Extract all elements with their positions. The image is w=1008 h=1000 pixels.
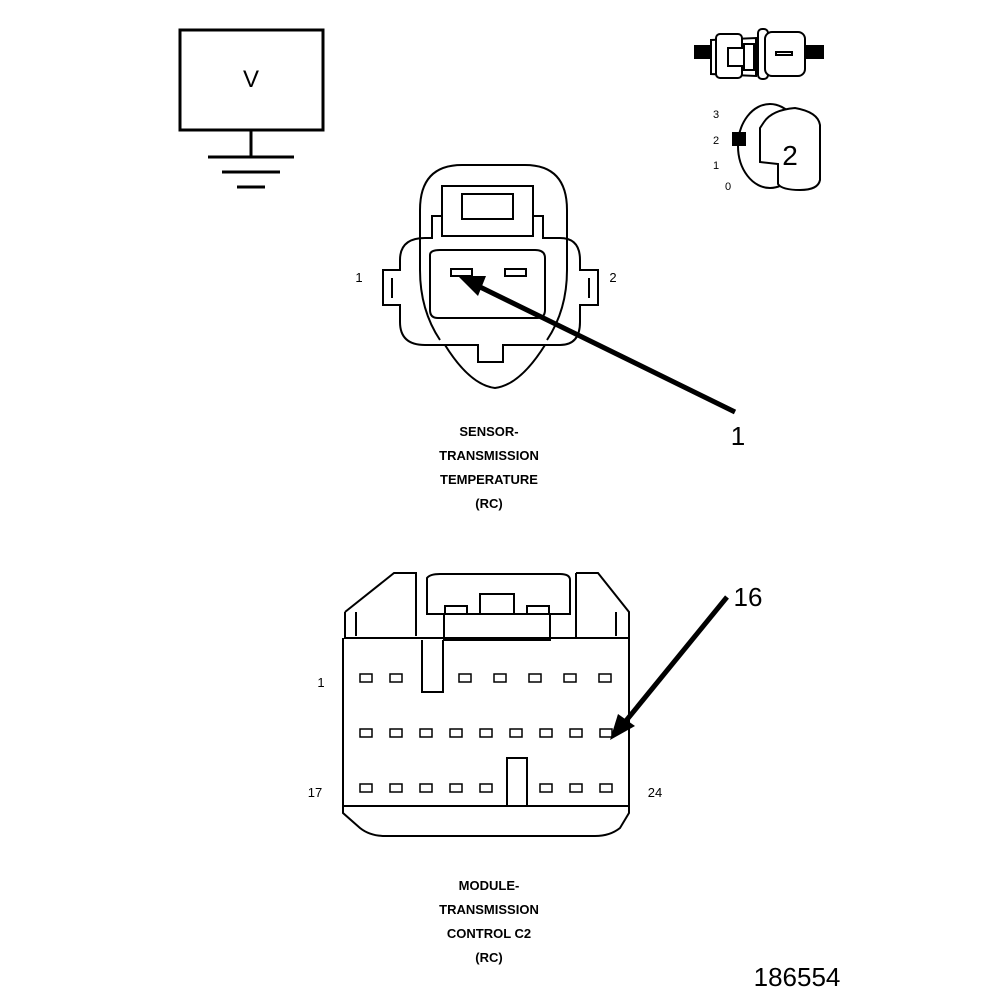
module-pin-24-label: 24 (648, 785, 662, 800)
pin-cavity (449, 728, 463, 738)
module-pin-1-label: 1 (317, 675, 324, 690)
sensor-caption-line-3: TEMPERATURE (440, 472, 538, 487)
pin-cavity (493, 673, 507, 683)
module-pin-17-label: 17 (308, 785, 322, 800)
position-indicator: 3 2 1 0 2 (713, 103, 821, 193)
module-connector (342, 572, 630, 837)
callout-label-16: 16 (734, 582, 763, 612)
pin-cavity (479, 783, 493, 793)
pin-cavity (599, 783, 613, 793)
pin-cavity (569, 783, 583, 793)
position-selected: 2 (782, 140, 798, 171)
module-caption-line-4: (RC) (475, 950, 502, 965)
position-tick-3: 3 (713, 109, 719, 121)
pin-cavity (539, 728, 553, 738)
sensor-caption-line-1: SENSOR- (459, 424, 518, 439)
sensor-pin-2-label: 2 (609, 270, 616, 285)
pin-cavity (449, 783, 463, 793)
pin-cavity (419, 728, 433, 738)
position-tick-1: 1 (713, 160, 719, 172)
pin-cavity (509, 728, 523, 738)
pin-cavity (359, 728, 373, 738)
callout-arrow-1 (458, 276, 737, 415)
pin-cavity (389, 673, 403, 683)
pin-cavity (389, 783, 403, 793)
module-caption-line-3: CONTROL C2 (447, 926, 531, 941)
ground-icon (208, 155, 294, 189)
position-tick-0: 0 (725, 181, 731, 193)
pin-cavity (599, 728, 613, 738)
callout-arrow-16 (610, 595, 729, 740)
pin-cavity (479, 728, 493, 738)
sensor-connector (382, 164, 599, 390)
module-caption-line-2: TRANSMISSION (439, 902, 539, 917)
pin-cavity (419, 783, 433, 793)
pin-cavity (563, 673, 577, 683)
voltmeter-symbol: V (243, 66, 259, 93)
sensor-caption-line-4: (RC) (475, 496, 502, 511)
inline-connector-icon (694, 28, 824, 80)
voltmeter: V (178, 28, 325, 189)
callout-label-1: 1 (731, 421, 745, 451)
pin-cavity (539, 783, 553, 793)
pin-cavity (389, 728, 403, 738)
pin-cavity (528, 673, 542, 683)
module-pin-grid (359, 673, 613, 793)
figure-id: 186554 (754, 962, 841, 992)
module-caption-line-1: MODULE- (459, 878, 520, 893)
sensor-caption-line-2: TRANSMISSION (439, 448, 539, 463)
pin-cavity (458, 673, 472, 683)
position-tick-2: 2 (713, 135, 719, 147)
voltmeter-box (178, 28, 325, 132)
pin-cavity (359, 673, 373, 683)
sensor-pin-1-label: 1 (355, 270, 362, 285)
knob-icon (732, 103, 821, 192)
pin-cavity (569, 728, 583, 738)
pin-cavity (598, 673, 612, 683)
pin-cavity (359, 783, 373, 793)
